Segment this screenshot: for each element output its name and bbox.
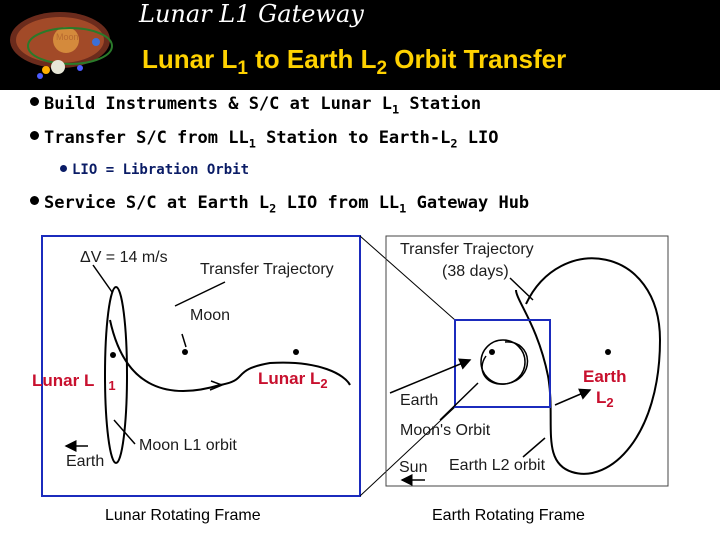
- app-title: Lunar L1 Gateway: [139, 0, 364, 28]
- bullet-sub: 2: [450, 136, 458, 151]
- bullet-text: Gateway Hub: [406, 193, 530, 213]
- orbit-transfer-diagram: ΔV = 14 m/s Transfer Trajectory Moon Lun…: [32, 235, 669, 524]
- delta-v-label: ΔV = 14 m/s: [80, 249, 168, 266]
- earth-label: Earth: [66, 453, 104, 470]
- lunar-l1-point: [110, 352, 116, 358]
- bullet-dot-icon: [30, 97, 39, 106]
- spiral-trajectory: [481, 341, 529, 385]
- zoom-region-box: [454, 319, 551, 408]
- zoom-connector-bottom: [359, 406, 456, 497]
- earth-l2-orbit-path: [515, 257, 662, 475]
- moons-orbit-pointer: [439, 382, 479, 421]
- earth-l2-point: [605, 349, 611, 355]
- sun-label: Sun: [399, 459, 427, 476]
- bullet-text: Build Instruments & S/C at Lunar L: [44, 94, 392, 114]
- earth-l2-subnum: 2: [606, 395, 613, 410]
- bullet-dot-icon: [60, 165, 67, 172]
- lunar-frame-box: [41, 235, 361, 497]
- bullet-transfer-sc: Transfer S/C from LL1 Station to Earth-L…: [30, 128, 498, 150]
- lunar-l1-sub: 1: [108, 378, 115, 393]
- earth-l2-orbit-pointer: [522, 437, 546, 458]
- delta-v-pointer: [92, 264, 113, 293]
- transfer-trajectory-pointer: [174, 281, 226, 307]
- slide-title-part: to Earth L: [247, 44, 377, 74]
- bullet-sub: 1: [392, 102, 400, 117]
- bullet-text: LIO = Libration Orbit: [72, 162, 250, 178]
- lunar-l1-label: Lunar L 1: [32, 371, 116, 393]
- slide-title-part: Lunar L: [142, 44, 238, 74]
- bullet-text: Station to Earth-L: [255, 128, 451, 148]
- bullet-text: Transfer S/C from LL: [44, 128, 249, 148]
- earth-pointer: [389, 358, 472, 394]
- moon-l1-orbit-pointer: [113, 419, 136, 445]
- trajectory-arrow-icon: [209, 380, 225, 391]
- bullet-dot-icon: [30, 196, 39, 205]
- slide-title-sub: 1: [237, 58, 248, 80]
- logo-moon-label: Moon: [56, 32, 79, 42]
- bullet-lio-definition: LIO = Libration Orbit: [60, 162, 249, 178]
- moon-pointer: [181, 333, 187, 348]
- zoom-connector-top: [359, 235, 456, 321]
- bullet-text: LIO: [457, 128, 499, 148]
- lunar-l2-point: [293, 349, 299, 355]
- bullet-sub: 1: [399, 201, 407, 216]
- lunar-frame-caption: Lunar Rotating Frame: [105, 507, 261, 524]
- earth-l2-sub: L: [596, 388, 606, 407]
- transfer-trajectory-pointer-right: [509, 277, 534, 301]
- lunar-gateway-logo: Moon: [0, 0, 122, 90]
- earth-l2-pointer: [554, 388, 592, 406]
- bullet-text: Station: [399, 94, 482, 114]
- slide-title: Lunar L1 to Earth L2 Orbit Transfer: [142, 44, 566, 80]
- moon-l1-orbit-label: Moon L1 orbit: [139, 437, 237, 454]
- earth-frame-box: [385, 235, 669, 487]
- bullet-dot-icon: [30, 131, 39, 140]
- earth-l2-label-top: Earth: [583, 367, 626, 386]
- earth-point: [489, 349, 495, 355]
- earth-l2-label-bottom: L2: [596, 388, 614, 410]
- bullet-text: Service S/C at Earth L: [44, 193, 270, 213]
- slide-title-part: Orbit Transfer: [387, 44, 567, 74]
- transfer-duration-label: (38 days): [442, 263, 509, 280]
- lunar-l1-main: Lunar L: [32, 371, 94, 390]
- lunar-l2-main: Lunar L: [258, 369, 320, 388]
- earth-frame-caption: Earth Rotating Frame: [432, 507, 585, 524]
- moons-orbit-circle: [480, 339, 526, 385]
- lunar-l2-sub: 2: [320, 376, 327, 391]
- lunar-transfer-label: Transfer Trajectory: [200, 261, 334, 278]
- earth-l2-orbit-label: Earth L2 orbit: [449, 457, 546, 474]
- moon-l1-orbit-path: [104, 286, 128, 464]
- slide-title-sub: 2: [376, 58, 388, 80]
- earth-transfer-label: Transfer Trajectory: [400, 241, 534, 258]
- bullet-text: LIO from LL: [276, 193, 400, 213]
- moons-orbit-label: Moon's Orbit: [400, 422, 491, 439]
- earth-small-label: Earth: [400, 392, 438, 409]
- lunar-l2-label: Lunar L2: [258, 369, 328, 391]
- moon-label: Moon: [190, 307, 230, 324]
- lunar-transfer-trajectory: [109, 319, 351, 392]
- bullet-service-sc: Service S/C at Earth L2 LIO from LL1 Gat…: [30, 193, 529, 215]
- bullet-sub: 2: [269, 201, 277, 216]
- moon-point: [182, 349, 188, 355]
- bullet-sub: 1: [248, 136, 256, 151]
- bullet-build-instruments: Build Instruments & S/C at Lunar L1 Stat…: [30, 94, 481, 116]
